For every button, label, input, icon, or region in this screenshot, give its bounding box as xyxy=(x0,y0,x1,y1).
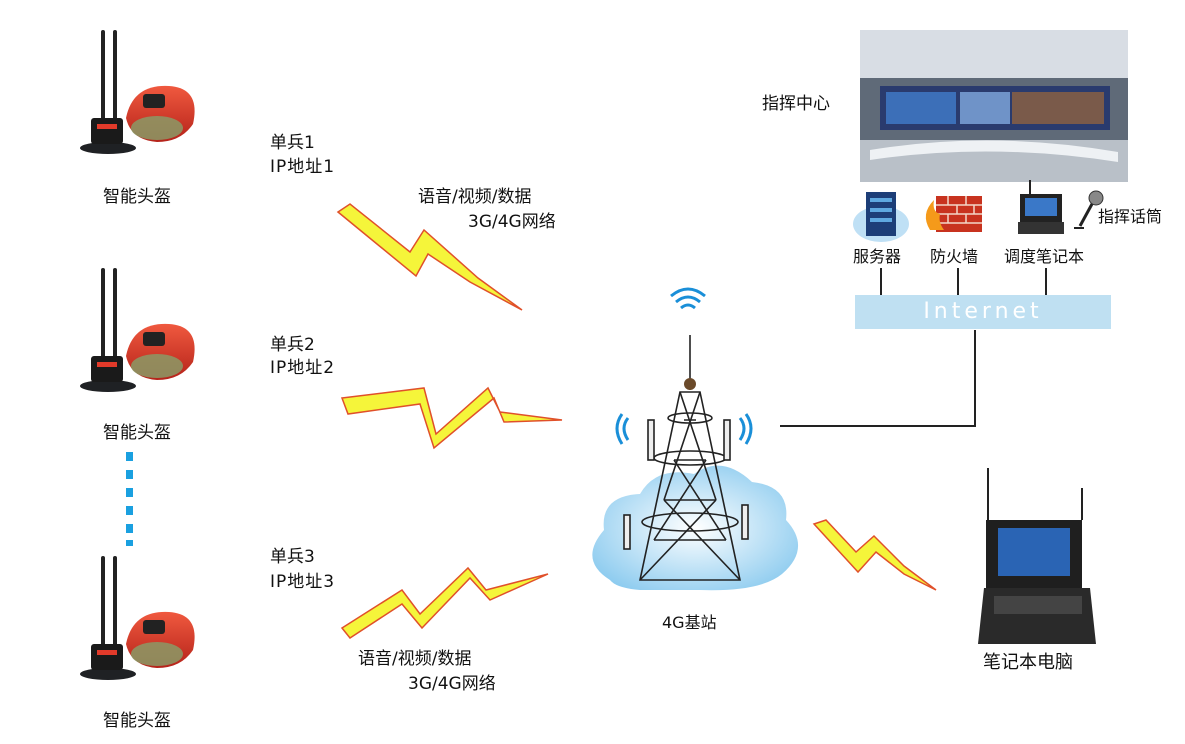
server-icon xyxy=(853,192,909,242)
base-station-label: 4G基站 xyxy=(662,613,717,632)
firewall-icon xyxy=(925,196,982,232)
helmet-device-2-icon xyxy=(80,268,195,392)
helmet-device-3-icon xyxy=(80,556,195,680)
soldier-1-ip: IP地址1 xyxy=(270,157,336,177)
laptop-label: 调度笔记本 xyxy=(1004,247,1085,266)
link-bottom-line1: 语音/视频/数据 xyxy=(358,649,472,669)
cell-tower-icon xyxy=(623,335,749,581)
soldier-3-ip: IP地址3 xyxy=(270,572,336,592)
wireless-link-2-icon xyxy=(340,386,563,450)
tower-internet-line xyxy=(780,330,976,427)
notebook-label: 笔记本电脑 xyxy=(983,652,1073,673)
soldier-3-name: 单兵3 xyxy=(270,547,315,567)
mic-label: 指挥话筒 xyxy=(1098,207,1163,226)
helmet-label-2: 智能头盔 xyxy=(103,423,171,443)
server-label: 服务器 xyxy=(853,247,902,266)
wireless-link-4-icon xyxy=(812,519,937,591)
dispatch-laptop-icon xyxy=(1018,180,1064,234)
wireless-link-1-icon xyxy=(336,203,523,311)
command-center-label: 指挥中心 xyxy=(762,94,830,114)
wifi-signal-icon xyxy=(670,287,706,310)
helmet-label-1: 智能头盔 xyxy=(103,187,171,207)
firewall-label: 防火墙 xyxy=(930,247,979,266)
rugged-notebook-icon xyxy=(978,468,1096,644)
link-bottom-line2: 3G/4G网络 xyxy=(408,674,496,694)
signal-right-icon xyxy=(738,413,753,445)
helmet-device-1-icon xyxy=(80,30,195,154)
ellipsis-dots xyxy=(126,452,133,546)
soldier-2-ip: IP地址2 xyxy=(270,358,336,378)
soldier-1-name: 单兵1 xyxy=(270,133,315,153)
microphone-icon xyxy=(1074,190,1104,229)
wireless-link-3-icon xyxy=(340,566,549,640)
signal-left-icon xyxy=(615,413,630,445)
internet-bar: Internet xyxy=(855,295,1111,329)
command-center-photo xyxy=(860,30,1128,182)
helmet-label-3: 智能头盔 xyxy=(103,711,171,731)
link-top-line1: 语音/视频/数据 xyxy=(418,187,532,207)
soldier-2-name: 单兵2 xyxy=(270,335,315,355)
link-top-line2: 3G/4G网络 xyxy=(468,212,556,232)
